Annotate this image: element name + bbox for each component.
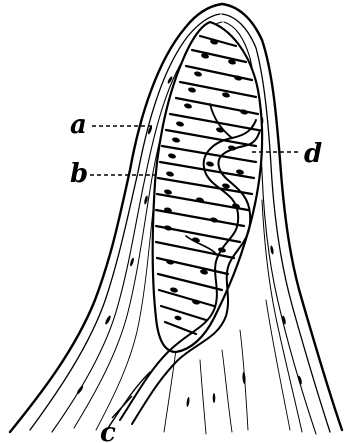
sheath-line-right-6 [222, 350, 232, 432]
sheath-line-center-1 [164, 350, 176, 432]
sheath-line-left-4 [96, 210, 153, 430]
sheath-line-center-2 [200, 360, 206, 434]
label-b: b [70, 159, 88, 189]
label-a: a [70, 110, 87, 140]
label-c: c [100, 418, 116, 443]
label-d: d [304, 139, 322, 169]
inner-core [108, 22, 262, 428]
